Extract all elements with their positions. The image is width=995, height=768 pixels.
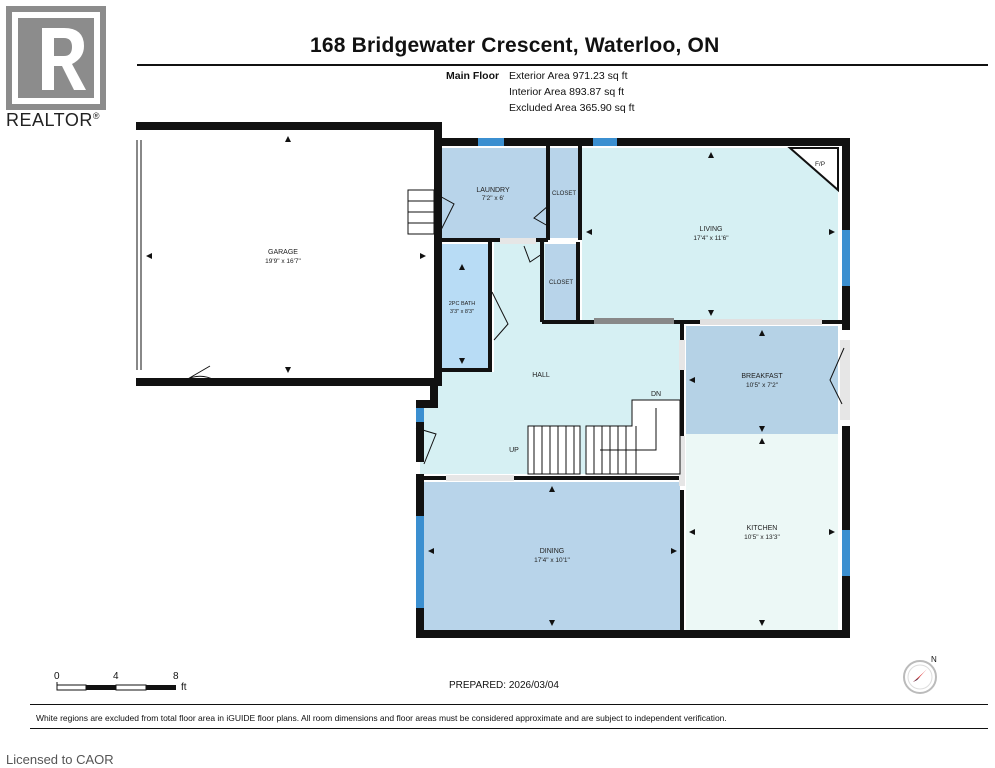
excluded-area: Excluded Area 365.90 sq ft bbox=[509, 102, 635, 114]
closet2-label: CLOSET bbox=[549, 280, 573, 286]
interior-area: Interior Area 893.87 sq ft bbox=[509, 86, 624, 98]
hall-label: HALL bbox=[532, 372, 550, 379]
garage-label: GARAGE bbox=[268, 249, 298, 256]
garage-dims: 19'9" x 16'7" bbox=[265, 258, 301, 265]
stairs-down bbox=[585, 399, 681, 475]
fireplace-label: F/P bbox=[815, 161, 825, 168]
closet1-label: CLOSET bbox=[552, 191, 576, 197]
laundry-dims: 7'2" x 6' bbox=[482, 195, 505, 202]
scale-tick-8: 8 bbox=[173, 671, 179, 682]
scale-tick-4: 4 bbox=[113, 671, 119, 682]
prepared-date: PREPARED: 2026/03/04 bbox=[449, 680, 559, 691]
floor-label: Main Floor bbox=[446, 70, 500, 82]
kitchen-label: KITCHEN bbox=[747, 525, 778, 532]
bath-label: 2PC BATH bbox=[449, 301, 476, 307]
bath-floor bbox=[440, 244, 488, 368]
exterior-area: Exterior Area 971.23 sq ft bbox=[509, 70, 628, 82]
stairs-up bbox=[527, 425, 581, 475]
title-divider bbox=[137, 64, 988, 66]
garage-floor bbox=[140, 130, 428, 378]
breakfast-dims: 10'5" x 7'2" bbox=[746, 382, 779, 389]
entry-steps bbox=[407, 189, 435, 235]
garage-wall bbox=[136, 122, 442, 386]
disclaimer-text: White regions are excluded from total fl… bbox=[36, 713, 727, 723]
property-address: 168 Bridgewater Crescent, Waterloo, ON bbox=[310, 34, 720, 57]
fireplace-area bbox=[787, 147, 839, 193]
dn-label: DN bbox=[651, 391, 661, 398]
breakfast-label: BREAKFAST bbox=[741, 373, 783, 380]
living-label: LIVING bbox=[700, 226, 723, 233]
up-label: UP bbox=[509, 447, 519, 454]
realtor-wordmark: REALTOR® bbox=[6, 110, 100, 130]
scale-tick-0: 0 bbox=[54, 671, 60, 682]
footer-divider-top bbox=[30, 704, 988, 705]
licensed-text: Licensed to CAOR bbox=[6, 752, 114, 767]
house-left-wall bbox=[416, 382, 438, 462]
kitchen-dims: 10'5" x 13'3" bbox=[744, 534, 780, 541]
closet1-floor bbox=[550, 148, 578, 238]
compass-north-label: N bbox=[931, 655, 937, 664]
compass-icon: N bbox=[903, 655, 937, 694]
dining-dims: 17'4" x 10'1" bbox=[534, 557, 570, 564]
closet2-floor bbox=[545, 244, 577, 320]
realtor-logo-icon bbox=[6, 6, 106, 110]
breakfast-floor bbox=[686, 326, 838, 434]
scale-bar bbox=[56, 682, 176, 691]
kitchen-floor bbox=[686, 434, 838, 630]
scale-unit: ft bbox=[181, 682, 187, 693]
laundry-floor bbox=[440, 148, 546, 238]
living-dims: 17'4" x 11'6" bbox=[693, 235, 729, 242]
dining-floor bbox=[424, 482, 680, 630]
living-floor bbox=[582, 148, 838, 320]
laundry-label: LAUNDRY bbox=[476, 187, 510, 194]
bath-dims: 3'3" x 8'3" bbox=[450, 309, 474, 315]
hall-floor bbox=[420, 242, 680, 474]
footer-divider-bottom bbox=[30, 728, 988, 729]
dining-label: DINING bbox=[540, 548, 565, 555]
